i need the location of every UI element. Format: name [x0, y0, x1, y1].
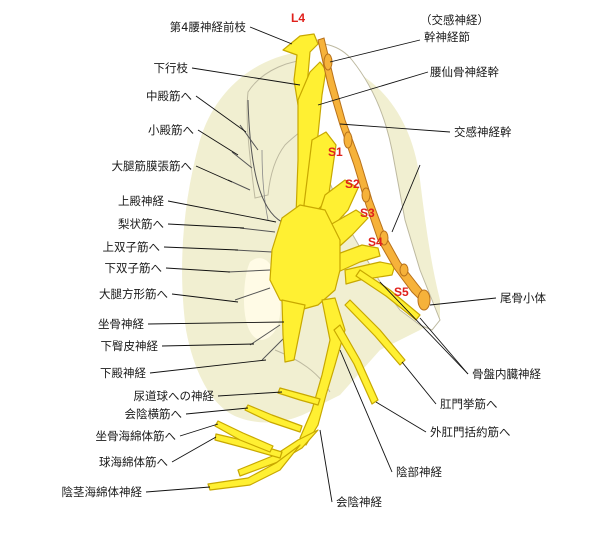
label-tfl: 大腿筋膜張筋へ — [112, 159, 193, 173]
leader-bulbospongiosus — [171, 436, 217, 463]
label-gemellus-superior: 上双子筋へ — [103, 240, 161, 254]
label-pudendal-nerve: 陰部神経 — [396, 465, 442, 479]
label-trunk-ganglion: 幹神経節 — [424, 30, 470, 44]
label-quadratus-femoris: 大腿方形筋へ — [99, 287, 168, 301]
label-transverse-perineal: 会陰横筋へ — [125, 407, 183, 421]
s5-root — [344, 261, 396, 285]
gluteus-minimus-branch-path — [231, 151, 253, 169]
leader-sympathetic-trunk — [339, 123, 451, 133]
superior-gluteal-branch-path — [247, 99, 283, 223]
label-descending-branch: 下行枝 — [154, 61, 189, 75]
label-perineal-nerve: 会陰神経 — [336, 495, 382, 509]
sympathetic-ganglion-1 — [323, 53, 333, 71]
leader-levator-ani — [401, 361, 437, 405]
leader-inferior-cluneal — [161, 343, 255, 347]
label-sympathetic-note: （交感神経） — [420, 13, 489, 27]
leader-tfl — [195, 165, 233, 183]
leader-sciatic — [147, 321, 285, 325]
leader-pelvic-splanchnic-2 — [379, 281, 469, 375]
sympathetic-ganglion-4 — [379, 230, 389, 246]
leader-urethral-bulb — [217, 391, 283, 397]
left-labels: 第4腰神経前枝 下行枝 中殿筋へ 小殿筋へ 大腿筋膜張筋へ 上殿神経 梨状筋へ … — [62, 20, 247, 499]
leader-ischiocavernosus — [179, 423, 219, 437]
label-coccygeal-body: 尾骨小体 — [500, 291, 546, 305]
leader-dorsal-penile — [145, 486, 211, 493]
perineal-nerve-branch — [237, 429, 319, 477]
segment-label-s3: S3 — [360, 206, 375, 220]
leader-gluteus-medius — [195, 95, 247, 133]
l4-anterior-ramus — [282, 33, 319, 106]
label-gluteus-minimus: 小殿筋へ — [148, 123, 194, 137]
label-piriformis: 梨状筋へ — [118, 217, 164, 231]
label-inferior-cluneal-nerve: 下臀皮神経 — [101, 339, 159, 353]
label-ischiocavernosus: 坐骨海綿体筋へ — [96, 429, 177, 443]
leader-sympathetic-trunk-2 — [391, 164, 421, 233]
label-sympathetic-trunk: 交感神経幹 — [454, 125, 512, 139]
leader-quadratus-femoris — [171, 293, 239, 303]
segment-label-s5: S5 — [394, 285, 409, 299]
segment-label-s1: S1 — [328, 145, 343, 159]
leader-inferior-gluteal — [149, 359, 267, 374]
sympathetic-trunk — [317, 37, 431, 311]
leader-pelvic-splanchnic — [419, 317, 469, 375]
iliac-crest-line — [261, 149, 269, 221]
leader-transverse-perineal — [185, 407, 249, 415]
leader-perineal — [319, 429, 333, 503]
segment-label-s4: S4 — [368, 235, 383, 249]
leader-lumbosacral-trunk — [317, 71, 429, 106]
leader-piriformis — [167, 223, 245, 229]
sympathetic-ganglion-2 — [343, 131, 353, 149]
leader-sympathetic-ganglion — [329, 39, 421, 63]
bulbospongiosus-branch — [214, 433, 283, 459]
gluteus-medius-branch-path — [239, 124, 259, 151]
label-l4-anterior-ramus: 第4腰神経前枝 — [170, 20, 247, 34]
label-pelvic-splanchnic: 骨盤内臓神経 — [472, 367, 541, 381]
ischiocavernosus-branch — [214, 420, 274, 453]
label-sciatic-nerve: 坐骨神経 — [98, 317, 144, 331]
label-gemellus-inferior: 下双子筋へ — [105, 261, 163, 275]
label-inferior-gluteal-nerve: 下殿神経 — [100, 366, 146, 380]
label-levator-ani: 肛門挙筋へ — [440, 397, 498, 411]
lumbosacral-trunk — [295, 61, 327, 216]
coccygeal-body — [417, 289, 431, 311]
leader-descending-branch — [191, 67, 301, 86]
gemellus-inf-branch-path — [227, 269, 271, 273]
label-cavernous-nerve: 陰茎海綿体神経 — [62, 485, 143, 499]
inferior-rectal-branch — [333, 324, 379, 405]
transverse-perineal-branch — [244, 404, 303, 433]
label-gluteus-medius: 中殿筋へ — [146, 89, 192, 103]
label-external-anal-sphincter: 外肛門括約筋へ — [430, 425, 511, 439]
label-bulbospongiosus: 球海綿体筋へ — [99, 455, 168, 469]
leader-lines — [145, 26, 497, 503]
gemellus-sup-branch-path — [234, 249, 273, 253]
nerve-plexus — [207, 33, 421, 491]
levator-ani-branch — [344, 299, 406, 366]
segment-labels: L4 S1 S2 S3 S4 S5 — [291, 11, 409, 299]
leader-l4-ramus — [249, 26, 293, 45]
sympathetic-ganglion-3 — [361, 187, 371, 203]
sympathetic-ganglion-5 — [399, 263, 409, 277]
label-lumbosacral-trunk: 腰仙骨神経幹 — [430, 65, 499, 79]
leader-superior-gluteal — [167, 200, 277, 223]
leader-gluteus-minimus — [197, 129, 239, 156]
label-superior-gluteal-nerve: 上殿神経 — [118, 194, 164, 208]
sciatic-nerve — [281, 299, 306, 363]
segment-label-l4: L4 — [291, 11, 305, 25]
segment-label-s2: S2 — [345, 177, 360, 191]
leader-pudendal — [339, 349, 393, 473]
bottom-labels: 陰部神経 会陰神経 — [336, 465, 442, 509]
leader-gemellus-sup — [163, 246, 239, 251]
inferior-cluneal-branch-path — [249, 324, 281, 346]
plexus-body — [269, 204, 341, 311]
label-nerve-to-urethral-bulb: 尿道球への神経 — [134, 389, 215, 403]
urethral-bulb-branch — [277, 387, 321, 406]
leader-gemellus-inf — [165, 267, 231, 273]
leader-coccygeal-body — [429, 297, 497, 306]
leader-external-anal-sphincter — [375, 401, 427, 433]
right-labels: （交感神経） 幹神経節 腰仙骨神経幹 交感神経幹 尾骨小体 骨盤内臓神経 肛門挙… — [420, 13, 546, 439]
quadratus-femoris-branch-path — [234, 287, 271, 301]
piriformis-branch-path — [239, 227, 276, 233]
